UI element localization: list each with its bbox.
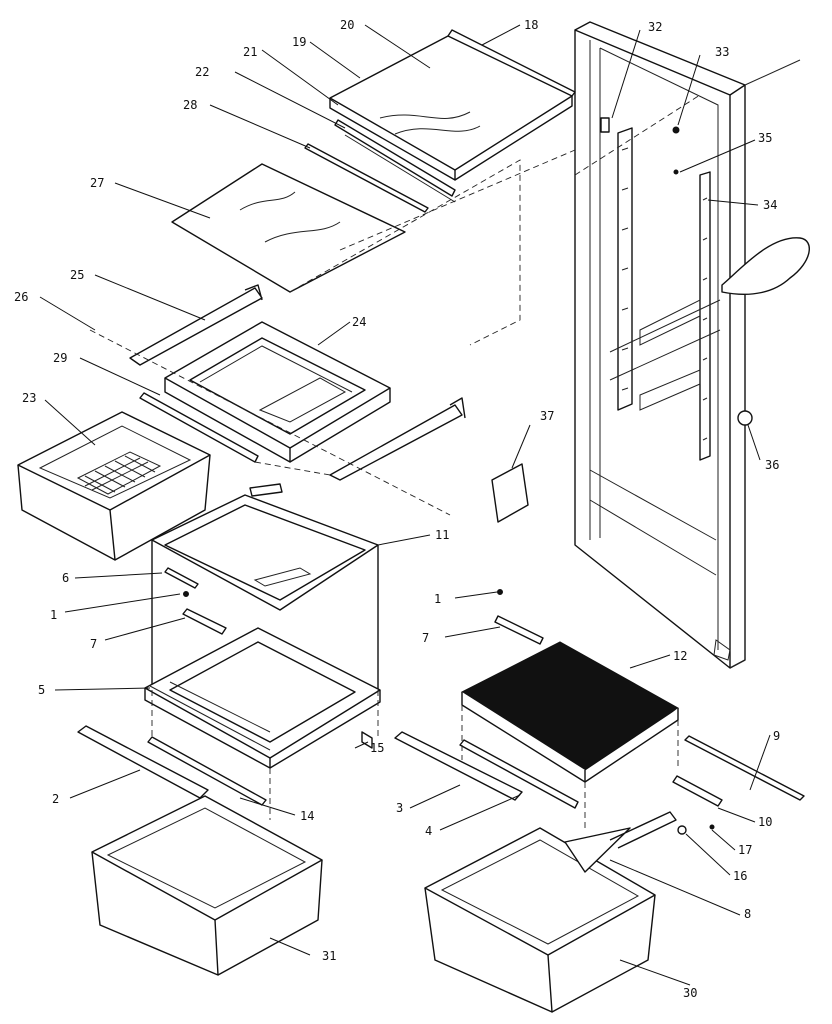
callout-label: 31	[322, 949, 336, 963]
screw-16	[677, 825, 687, 835]
callout-label: 37	[540, 409, 554, 423]
callout-label: 24	[352, 315, 366, 329]
rail-28	[304, 143, 429, 213]
callout-label: 7	[90, 637, 97, 651]
callout-label: 15	[370, 741, 384, 755]
bracket-10	[672, 775, 723, 807]
callout-label: 29	[53, 351, 67, 365]
right-guide-dash	[461, 705, 679, 830]
callout-label: 4	[425, 824, 432, 838]
instruction-sheet-37	[491, 463, 529, 523]
callout-label: 1	[434, 592, 441, 606]
slide-frame-5	[144, 627, 381, 769]
callout-label: 9	[773, 729, 780, 743]
callout-label: 32	[648, 20, 662, 34]
pan-31	[91, 795, 323, 976]
rail-14	[147, 736, 267, 806]
callout-label: 25	[70, 268, 84, 282]
hand-pointer	[721, 237, 810, 295]
clip-7a	[182, 608, 227, 635]
bracket-right	[329, 397, 466, 481]
callout-label: 8	[744, 907, 751, 921]
callout-label: 2	[52, 792, 59, 806]
callout-label: 27	[90, 176, 104, 190]
callout-label: 21	[243, 45, 257, 59]
callout-label: 28	[183, 98, 197, 112]
callout-label: 14	[300, 809, 314, 823]
callout-label: 33	[715, 45, 729, 59]
callout-label: 5	[38, 683, 45, 697]
rail-4	[459, 739, 579, 809]
pan-30	[424, 827, 656, 1013]
callout-label: 17	[738, 843, 752, 857]
rail-29	[139, 392, 259, 463]
rail-9	[684, 735, 805, 801]
guide-lines	[289, 94, 701, 346]
glass-plate-27	[171, 163, 406, 293]
callout-label: 16	[733, 869, 747, 883]
callout-label: 34	[763, 198, 777, 212]
screw-17	[709, 824, 715, 830]
clip-32	[600, 117, 610, 133]
callout-leaders	[39, 24, 771, 986]
callout-label: 19	[292, 35, 306, 49]
callout-label: 20	[340, 18, 354, 32]
callout-label: 7	[422, 631, 429, 645]
top-glass-shelf	[329, 29, 576, 203]
screw-33	[672, 126, 680, 134]
pan-guide-dash	[151, 690, 379, 820]
clip-7b	[494, 615, 544, 645]
callout-label: 12	[673, 649, 687, 663]
crisper-drawer-23	[17, 411, 211, 561]
callout-label: 26	[14, 290, 28, 304]
callout-label: 6	[62, 571, 69, 585]
callout-label: 23	[22, 391, 36, 405]
callout-label: 1	[50, 608, 57, 622]
callout-label: 10	[758, 815, 772, 829]
screw-35	[673, 169, 679, 175]
screw-36	[737, 410, 753, 426]
crisper-cover-frame	[164, 321, 391, 463]
callout-label: 3	[396, 801, 403, 815]
callout-label: 35	[758, 131, 772, 145]
handle-arrow-8	[564, 811, 677, 873]
shelf-ladder-rails	[609, 127, 721, 461]
clip-6	[164, 567, 199, 589]
bracket-25	[129, 284, 263, 366]
screw-1b	[497, 589, 503, 595]
crisper-cover-12	[460, 641, 679, 783]
callout-label: 11	[435, 528, 449, 542]
screw-1a	[183, 591, 189, 597]
crisper-guide-dash	[89, 329, 451, 516]
callout-label: 22	[195, 65, 209, 79]
callout-label: 36	[765, 458, 779, 472]
bracket-15	[361, 731, 373, 749]
callout-label: 30	[683, 986, 697, 1000]
callout-label: 18	[524, 18, 538, 32]
callout-labels: 1 1 2 3 4 5 6 7 7 8 9 10 11 12 14 15 16 …	[14, 18, 780, 1000]
rail-3	[394, 731, 523, 801]
pan-cover-11	[151, 483, 379, 690]
rail-2	[77, 725, 209, 799]
